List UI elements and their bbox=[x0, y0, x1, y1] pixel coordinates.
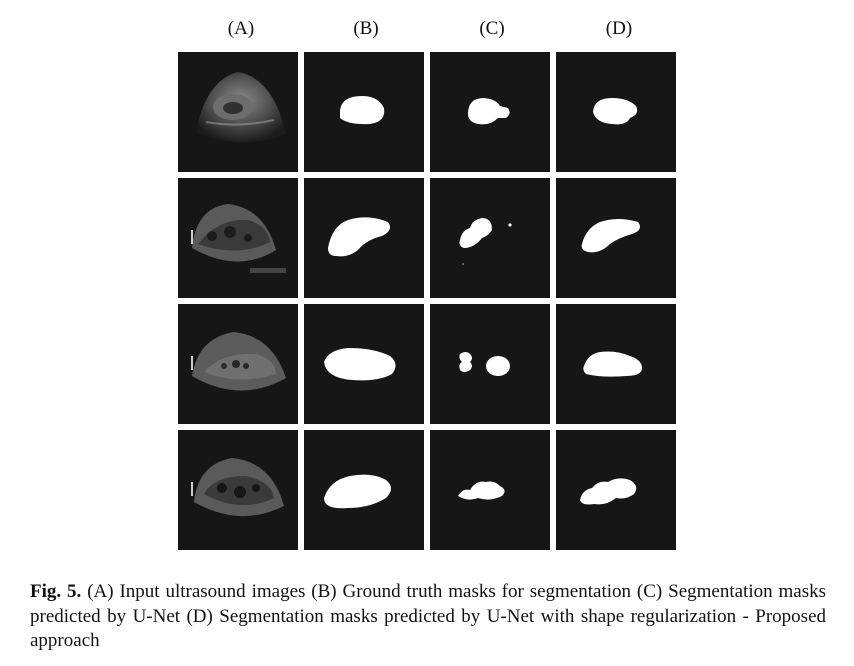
unet-mask bbox=[430, 430, 550, 550]
ultrasound-image bbox=[178, 430, 298, 550]
proposed-mask bbox=[556, 430, 676, 550]
figure-caption-text: (A) Input ultrasound images (B) Ground t… bbox=[30, 581, 827, 651]
ultrasound-image bbox=[178, 52, 298, 172]
figure-caption-label: Fig. 5. bbox=[30, 581, 82, 602]
ground-truth-mask bbox=[304, 430, 424, 550]
column-label-c: (C) bbox=[479, 18, 505, 39]
proposed-mask bbox=[556, 304, 676, 424]
ground-truth-mask bbox=[304, 304, 424, 424]
unet-mask bbox=[430, 304, 550, 424]
ultrasound-image bbox=[178, 304, 298, 424]
unet-mask bbox=[430, 52, 550, 172]
ground-truth-mask bbox=[304, 178, 424, 298]
figure-grid bbox=[178, 52, 676, 550]
unet-mask bbox=[430, 178, 550, 298]
ultrasound-image bbox=[178, 178, 298, 298]
ground-truth-mask bbox=[304, 52, 424, 172]
proposed-mask bbox=[556, 178, 676, 298]
column-label-b: (B) bbox=[353, 18, 379, 39]
figure-caption: Fig. 5. (A) Input ultrasound images (B) … bbox=[30, 580, 826, 654]
column-label-a: (A) bbox=[227, 18, 255, 39]
proposed-mask bbox=[556, 52, 676, 172]
column-label-d: (D) bbox=[605, 18, 633, 39]
